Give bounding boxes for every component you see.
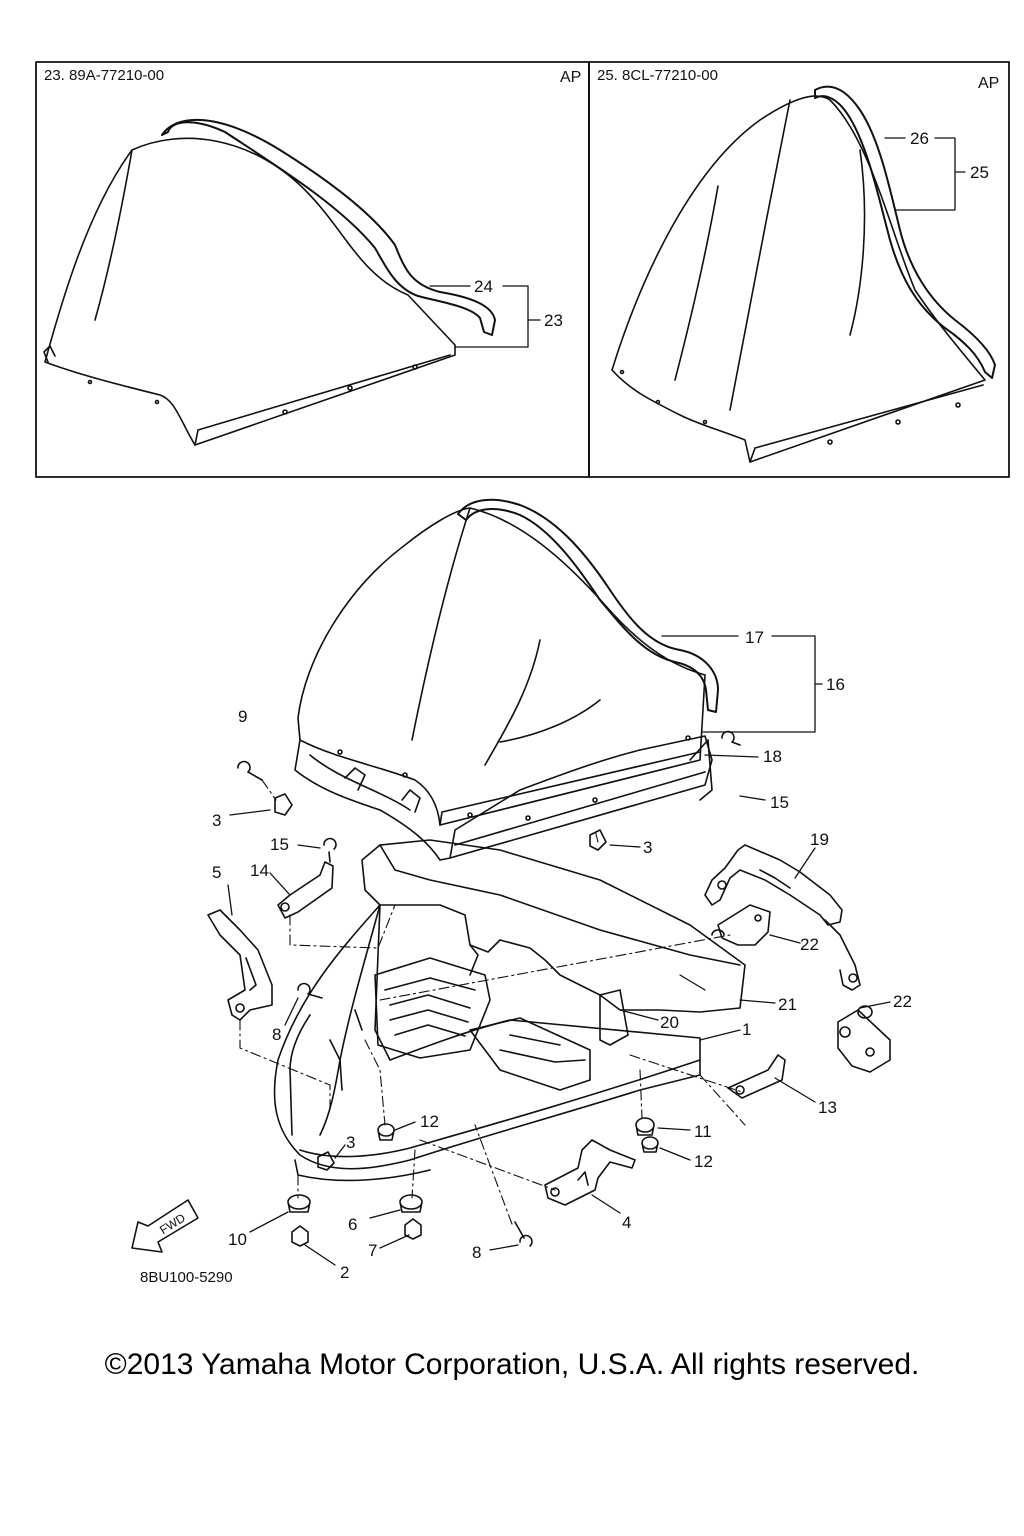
callout-4: 4: [622, 1213, 631, 1232]
windshield-25-drawing: [611, 85, 996, 463]
damper-6-drawing: [399, 1194, 423, 1213]
stay-5-drawing: [207, 909, 273, 1021]
callout-2: 2: [340, 1263, 349, 1282]
leaders-16-17: [661, 635, 823, 733]
callout-16: 16: [826, 675, 845, 694]
callout-10: 10: [228, 1230, 247, 1249]
callout-20: 20: [660, 1013, 679, 1032]
callout-6: 6: [348, 1215, 357, 1234]
callout-21: 21: [778, 995, 797, 1014]
inset-box-left: [35, 61, 590, 478]
grommet-12-upper-drawing: [377, 1123, 395, 1141]
inset-left-part-code: 23. 89A-77210-00: [44, 67, 164, 84]
damper-11-drawing: [635, 1117, 655, 1136]
callout-17: 17: [745, 628, 764, 647]
callout-3-left: 3: [212, 811, 221, 830]
callout-15-right: 15: [770, 793, 789, 812]
leader-lines: [227, 754, 891, 1266]
callout-14: 14: [250, 861, 269, 880]
callout-3-mid: 3: [643, 838, 652, 857]
nut-3-mid-drawing: [589, 829, 607, 851]
damper-10-drawing: [287, 1194, 311, 1213]
callout-1: 1: [742, 1020, 751, 1039]
rubber-22-lower-drawing: [857, 1005, 873, 1019]
callout-23: 23: [544, 311, 563, 330]
inset-right-part-code: 25. 8CL-77210-00: [597, 67, 718, 84]
bracket-22-lower-drawing: [837, 1009, 891, 1073]
bracket-19-drawing: [704, 844, 861, 991]
ecu-assembly-drawing: [374, 957, 591, 1091]
callout-18: 18: [763, 747, 782, 766]
nut-3-lower-drawing: [317, 1151, 335, 1171]
trim-24-drawing: [161, 118, 496, 336]
inset-left-ap-tag: AP: [560, 69, 581, 86]
callout-22-upper: 22: [800, 935, 819, 954]
callout-11: 11: [694, 1122, 712, 1141]
callout-24: 24: [474, 277, 493, 296]
leaders-inset-right: [884, 137, 966, 211]
bracket-14-drawing: [277, 861, 334, 919]
callout-15-left: 15: [270, 835, 289, 854]
bracket-13-drawing: [727, 1054, 786, 1099]
bolt-8-upper-drawing: [297, 982, 323, 999]
windshield-16-drawing: [297, 498, 719, 826]
assembly-dash-lines: [239, 779, 746, 1225]
trim-17-drawing: [457, 498, 719, 713]
inset-labels: 23. 89A-77210-00 AP 25. 8CL-77210-00 AP: [44, 67, 999, 92]
bolt-15-upper-drawing: [721, 730, 741, 746]
trim-26-drawing: [814, 85, 996, 379]
duct-20-21-drawing: [361, 839, 746, 1046]
rubber-22-upper-drawing: [711, 929, 725, 936]
leaders-inset-left: [429, 285, 541, 348]
bracket-22-upper-drawing: [717, 904, 771, 946]
grommet-12-lower-drawing: [641, 1136, 659, 1153]
callout-8-lower: 8: [472, 1243, 481, 1262]
collar-2-drawing: [291, 1225, 309, 1247]
callout-5: 5: [212, 863, 221, 882]
parts-diagram: 23. 89A-77210-00 AP 25. 8CL-77210-00 AP …: [35, 61, 1010, 1286]
callout-12-lower: 12: [694, 1152, 713, 1171]
inset-frames: [35, 61, 1010, 478]
callouts-main: 9 17 16 18 15 3 3 15 19 5 14 22 22 21 8 …: [140, 628, 912, 1286]
callout-25: 25: [970, 163, 989, 182]
fwd-arrow: FWD: [131, 1199, 199, 1253]
inset-box-right: [588, 61, 1010, 478]
bolt-8-lower-drawing: [514, 1221, 533, 1247]
stay-4-drawing: [544, 1139, 636, 1206]
inset-right-ap-tag: AP: [978, 75, 999, 92]
callout-7: 7: [368, 1241, 377, 1260]
windshield-23-drawing: [43, 118, 496, 446]
callout-22-lower: 22: [893, 992, 912, 1011]
callout-13: 13: [818, 1098, 837, 1117]
callout-3-lower: 3: [346, 1133, 355, 1152]
collar-7-drawing: [404, 1218, 422, 1240]
callout-9: 9: [238, 707, 247, 726]
small-hardware-drawing: [237, 730, 873, 1247]
drawing-code: 8BU100-5290: [140, 1269, 233, 1286]
callout-12-upper: 12: [420, 1112, 439, 1131]
cowling-1-drawing: [273, 904, 701, 1182]
callout-26: 26: [910, 129, 929, 148]
callout-8-upper: 8: [272, 1025, 281, 1044]
callout-19: 19: [810, 830, 829, 849]
copyright-notice: ©2013 Yamaha Motor Corporation, U.S.A. A…: [104, 1348, 920, 1381]
bolt-9-drawing: [237, 760, 263, 781]
bolt-15-lower-drawing: [323, 837, 337, 863]
bracket-18-drawing: [449, 735, 713, 859]
nut-3-upper-drawing: [274, 793, 293, 816]
inner-panel-drawing: [294, 739, 451, 861]
